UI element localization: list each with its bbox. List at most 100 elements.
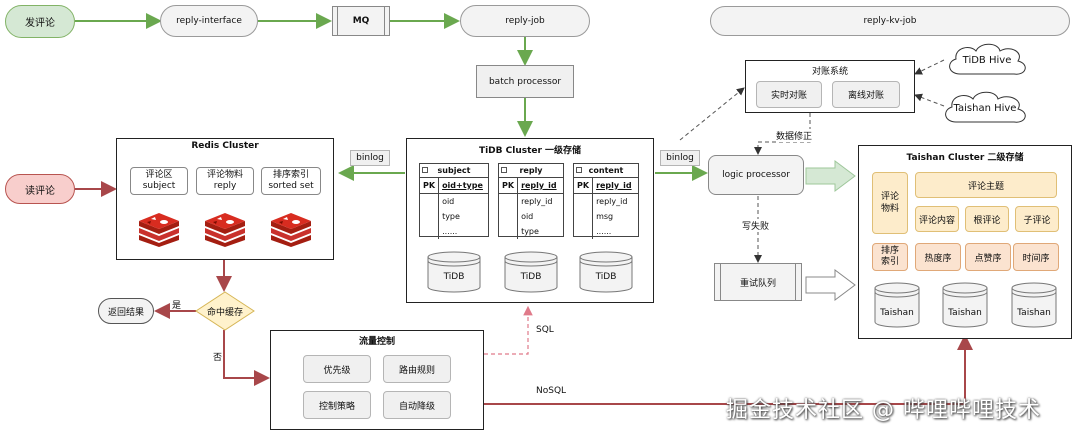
batch-processor-node[interactable]: batch processor	[476, 65, 574, 98]
reconcile-system-title: 对账系统	[811, 67, 848, 77]
taishan-database[interactable]: Taishan	[942, 282, 988, 328]
comment-material-cell[interactable]: 评论物料	[872, 172, 908, 234]
retry-queue-label: 重试队列	[739, 278, 776, 289]
redis-logo-icon	[271, 213, 311, 247]
data-fix-label: 数据修正	[776, 129, 813, 142]
reply-kv-job-node[interactable]: reply-kv-job	[710, 6, 1070, 36]
taishan-hive-cloud[interactable]: Taishan Hive	[940, 88, 1030, 126]
tidb-database[interactable]: TiDB	[579, 251, 633, 293]
edge-taishanhive-to-reconcile	[914, 93, 945, 107]
database-label: TiDB	[595, 272, 617, 282]
return-result-node[interactable]: 返回结果	[98, 298, 154, 324]
sql-label: SQL	[536, 325, 554, 335]
tidb-database[interactable]: TiDB	[504, 251, 558, 293]
realtime-reconcile-button[interactable]: 实时对账	[756, 81, 822, 108]
field: type	[521, 227, 539, 236]
read-comment-node[interactable]: 读评论	[5, 174, 75, 204]
taishan-database[interactable]: Taishan	[874, 282, 920, 328]
queue-left-bar	[720, 264, 721, 300]
comment-material-label: 评论物料	[880, 192, 899, 214]
redis-logo-icon	[205, 213, 245, 247]
routing-rule-button[interactable]: 路由规则	[383, 355, 451, 383]
tidb-cluster-title: TiDB Cluster 一级存储	[478, 146, 582, 156]
logic-processor-node[interactable]: logic processor	[708, 155, 804, 195]
reply-job-node[interactable]: reply-job	[460, 5, 590, 37]
tidb-hive-label: TiDB Hive	[962, 54, 1012, 66]
redis-sortedset-item[interactable]: 排序索引 sorted set	[261, 167, 321, 195]
cache-hit-node[interactable]: 命中缓存	[206, 307, 243, 318]
control-strategy-button[interactable]: 控制策略	[303, 391, 371, 419]
nosql-label: NoSQL	[536, 386, 567, 396]
redis-item-line2: reply	[213, 181, 237, 191]
table-header: reply	[499, 164, 563, 178]
mq-label: MQ	[352, 16, 370, 26]
database-label: TiDB	[520, 272, 542, 282]
redis-reply-item[interactable]: 评论物料 reply	[196, 167, 254, 195]
offline-reconcile-button[interactable]: 离线对账	[832, 81, 900, 108]
edge-retry-to-taishan	[805, 269, 856, 301]
taishan-database[interactable]: Taishan	[1011, 282, 1057, 328]
pk-label: PK	[420, 178, 440, 194]
redis-item-line1: 评论物料	[206, 170, 243, 180]
sort-index-cell[interactable]: 排序索引	[872, 243, 908, 271]
database-icon	[579, 251, 633, 293]
table-name: reply	[519, 166, 543, 175]
root-comment-cell[interactable]: 根评论	[965, 206, 1009, 232]
retry-queue-node[interactable]: 重试队列	[714, 263, 802, 301]
comment-content-cell[interactable]: 评论内容	[915, 206, 959, 232]
like-order-cell[interactable]: 点赞序	[965, 243, 1011, 271]
cloud-icon	[945, 91, 1026, 123]
taishan-hive-label: Taishan Hive	[953, 102, 1017, 114]
table-icon	[576, 167, 582, 173]
mq-node[interactable]: MQ	[332, 6, 390, 36]
no-label: 否	[213, 353, 223, 363]
redis-cluster-title: Redis Cluster	[191, 141, 259, 151]
redis-cluster: Redis Cluster 评论区 subject 评论物料 reply 排序索…	[116, 138, 334, 260]
pk-field: oid+type	[442, 181, 483, 190]
yes-label: 是	[172, 301, 182, 311]
mq-right-bar	[384, 7, 385, 35]
binlog-right-label: binlog	[660, 150, 700, 166]
field: oid	[442, 197, 455, 206]
tidb-database[interactable]: TiDB	[427, 251, 481, 293]
edge-reconcile-to-logic	[754, 113, 811, 155]
sub-comment-cell[interactable]: 子评论	[1015, 206, 1059, 232]
database-icon	[1011, 282, 1057, 328]
sort-index-label: 排序索引	[880, 246, 899, 267]
auto-degrade-button[interactable]: 自动降级	[383, 391, 451, 419]
redis-item-line1: 排序索引	[272, 170, 309, 180]
database-icon	[942, 282, 988, 328]
reply-interface-node[interactable]: reply-interface	[160, 5, 258, 37]
edge-tidb-to-reconcile	[679, 87, 745, 141]
priority-button[interactable]: 优先级	[303, 355, 371, 383]
pk-label: PK	[499, 178, 519, 194]
database-label: Taishan	[1017, 308, 1051, 318]
hot-order-cell[interactable]: 热度序	[915, 243, 961, 271]
field: msg	[596, 212, 614, 221]
mq-left-bar	[337, 7, 338, 35]
database-label: Taishan	[948, 308, 982, 318]
reconcile-system: 对账系统 实时对账 离线对账	[745, 60, 915, 113]
redis-subject-item[interactable]: 评论区 subject	[130, 167, 188, 195]
redis-item-line2: sorted set	[268, 181, 314, 191]
database-label: TiDB	[443, 272, 465, 282]
time-order-cell[interactable]: 时间序	[1013, 243, 1059, 271]
flow-control: 流量控制 优先级 路由规则 控制策略 自动降级	[270, 330, 484, 430]
field: ......	[596, 227, 612, 236]
field: oid	[521, 212, 534, 221]
edge-tidbhive-to-reconcile	[914, 59, 945, 75]
tidb-hive-cloud[interactable]: TiDB Hive	[944, 40, 1030, 78]
cache-hit-diamond-shape	[195, 291, 255, 331]
edge-cache-to-flow	[223, 330, 270, 386]
edge-logic-to-taishan	[805, 160, 856, 192]
table-header: subject	[420, 164, 488, 178]
comment-topic-cell[interactable]: 评论主题	[915, 172, 1057, 198]
cloud-icon	[949, 43, 1026, 75]
post-comment-node[interactable]: 发评论	[5, 5, 75, 38]
queue-right-bar	[795, 264, 796, 300]
